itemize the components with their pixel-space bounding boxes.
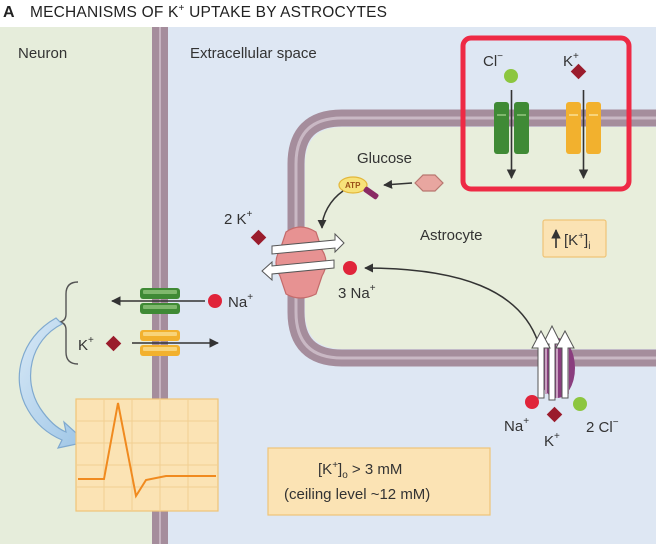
k-label-top: K+ (563, 51, 579, 70)
k-label-top-sup: + (573, 51, 579, 62)
chloride-ion-icon (504, 69, 518, 83)
neuron-k-text: K (78, 337, 88, 354)
k-label-top-text: K (563, 53, 573, 70)
atp-to-pump-arrow (317, 190, 344, 229)
action-potential-waveform (78, 402, 216, 499)
neuron-na-label: Na+ (228, 292, 253, 311)
svg-text:ATP: ATP (345, 181, 361, 190)
atp-icon: ATP (338, 176, 379, 200)
title-part-2: UPTAKE BY ASTROCYTES (185, 4, 388, 21)
highlight-box (460, 35, 632, 192)
pump-sodium-ion (343, 261, 357, 275)
pump-k-label: 2 K+ (224, 209, 253, 228)
intracellular-k-badge: [K+]i (542, 219, 607, 258)
neuron-potassium-channel-icon (132, 330, 219, 356)
astrocyte-label: Astrocyte (420, 227, 483, 244)
cotransport-k-label: K+ (544, 431, 560, 450)
ik-plus: + (578, 231, 584, 242)
pump-na-label: 3 Na+ (338, 283, 376, 302)
cotransport-chloride-ion (573, 397, 587, 411)
na-influx-arrow (364, 263, 539, 343)
neuron-na-sup: + (247, 292, 253, 303)
cotransport-cl-text: 2 Cl (586, 419, 613, 436)
ik-open: [K (564, 232, 578, 249)
cotransport-na-label: Na+ (504, 416, 529, 435)
ceiling-close: ] (338, 461, 342, 478)
na-k-atpase-pump-icon (261, 226, 345, 299)
ik-sub: i (588, 241, 590, 252)
neuron-k-label: K+ (78, 335, 94, 354)
cotransport-na-text: Na (504, 418, 524, 435)
neuron-k-sup: + (88, 335, 94, 346)
action-potential-arrow-icon (18, 317, 88, 449)
pump-na-count: 3 Na (338, 285, 370, 302)
pump-k-sup: + (247, 209, 253, 220)
action-potential-trace (75, 398, 219, 512)
cotransport-na-sup: + (523, 416, 529, 427)
ceiling-sub: o (342, 470, 348, 481)
title-part-1: MECHANISMS OF K (30, 4, 179, 21)
glucose-label: Glucose (357, 150, 412, 167)
cl-label-top-text: Cl (483, 53, 497, 70)
cl-label-top: Cl− (483, 51, 503, 70)
potassium-channel-icon (566, 90, 601, 179)
astrocyte-cytoplasm (305, 127, 656, 349)
highlighted-channels-group: Cl− K+ (460, 35, 632, 192)
cotransport-k-text: K (544, 433, 554, 450)
neuron-label: Neuron (18, 45, 67, 62)
ik-close: ] (584, 232, 588, 249)
cotransport-cl-sup: − (613, 417, 619, 428)
extracellular-label: Extracellular space (190, 45, 317, 62)
cotransport-cl-label: 2 Cl− (586, 417, 619, 436)
chloride-channel-icon (494, 90, 529, 179)
glucose-to-atp-arrow (383, 179, 413, 189)
neuron-sodium-channel-icon (111, 288, 205, 314)
nkcc-cotransporter-icon (531, 324, 575, 401)
extracellular-k-ceiling-box: [K+]o > 3 mM (ceiling level ~12 mM) (267, 447, 491, 516)
ceiling-line-1: [K+]o > 3 mM (318, 460, 402, 481)
panel-letter: A (3, 4, 15, 21)
pump-k-count: 2 K (224, 211, 247, 228)
pump-potassium-ion (250, 229, 267, 246)
intracellular-k-text: [K+]i (564, 231, 590, 252)
ceiling-line-2: (ceiling level ~12 mM) (284, 486, 430, 503)
cl-label-top-sup: − (497, 51, 503, 62)
neuron-na-text: Na (228, 294, 248, 311)
figure-title: MECHANISMS OF K+ UPTAKE BY ASTROCYTES (30, 3, 387, 21)
ceiling-open: [K (318, 461, 332, 478)
neuron-sodium-ion (208, 294, 222, 308)
ceiling-plus: + (332, 460, 338, 471)
glucose-molecule-icon (414, 174, 444, 192)
cotransport-sodium-ion (525, 395, 539, 409)
pump-na-sup: + (370, 283, 376, 294)
title-superscript: + (179, 3, 185, 14)
cotransport-k-sup: + (554, 431, 560, 442)
ceiling-value: > 3 mM (348, 461, 403, 478)
